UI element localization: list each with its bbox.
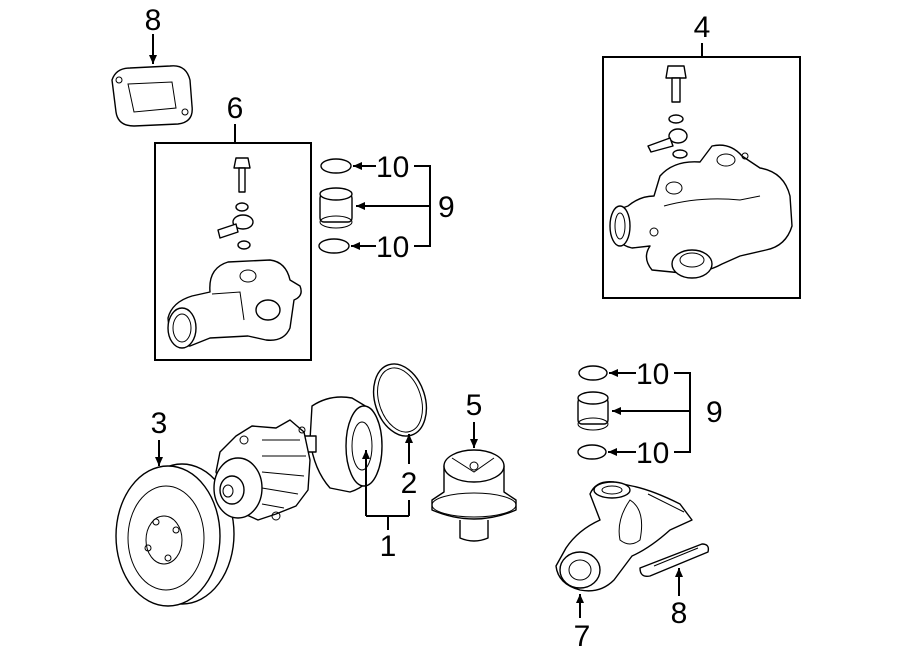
callout-1: 1 (380, 530, 397, 563)
o-ring-10-a (320, 158, 352, 174)
callout-6: 6 (227, 92, 244, 125)
o-ring-10-b (318, 238, 350, 254)
callout-10-d: 10 (636, 437, 669, 470)
callout-9-top: 9 (438, 191, 455, 224)
callout-7: 7 (574, 620, 591, 653)
thermostat-housing-4 (609, 65, 793, 279)
pulley-3 (115, 463, 235, 607)
bracket-9-top (414, 165, 431, 247)
bracket-9-bottom (674, 372, 691, 453)
bushing-9-bottom (577, 391, 609, 431)
water-pump-1 (213, 396, 383, 521)
callout-10-a: 10 (376, 151, 409, 184)
gasket-top (111, 65, 193, 127)
callout-4: 4 (694, 11, 711, 44)
callout-8-bottom: 8 (671, 597, 688, 630)
callout-10-b: 10 (376, 231, 409, 264)
callout-5: 5 (466, 389, 483, 422)
callout-3: 3 (151, 407, 168, 440)
callout-8-top: 8 (145, 4, 162, 37)
callout-10-c: 10 (636, 358, 669, 391)
o-ring-10-c (578, 365, 608, 381)
box-4 (602, 56, 801, 299)
callout-9-bottom: 9 (706, 396, 723, 429)
bushing-9-top (319, 187, 353, 229)
thermostat-5 (431, 449, 517, 542)
box-6 (154, 142, 312, 361)
water-outlet-assembly-6 (167, 157, 302, 349)
inlet-elbow-7 (555, 481, 693, 592)
callout-2: 2 (401, 467, 418, 500)
o-ring-10-d (577, 444, 607, 460)
gasket-bottom (639, 543, 710, 578)
